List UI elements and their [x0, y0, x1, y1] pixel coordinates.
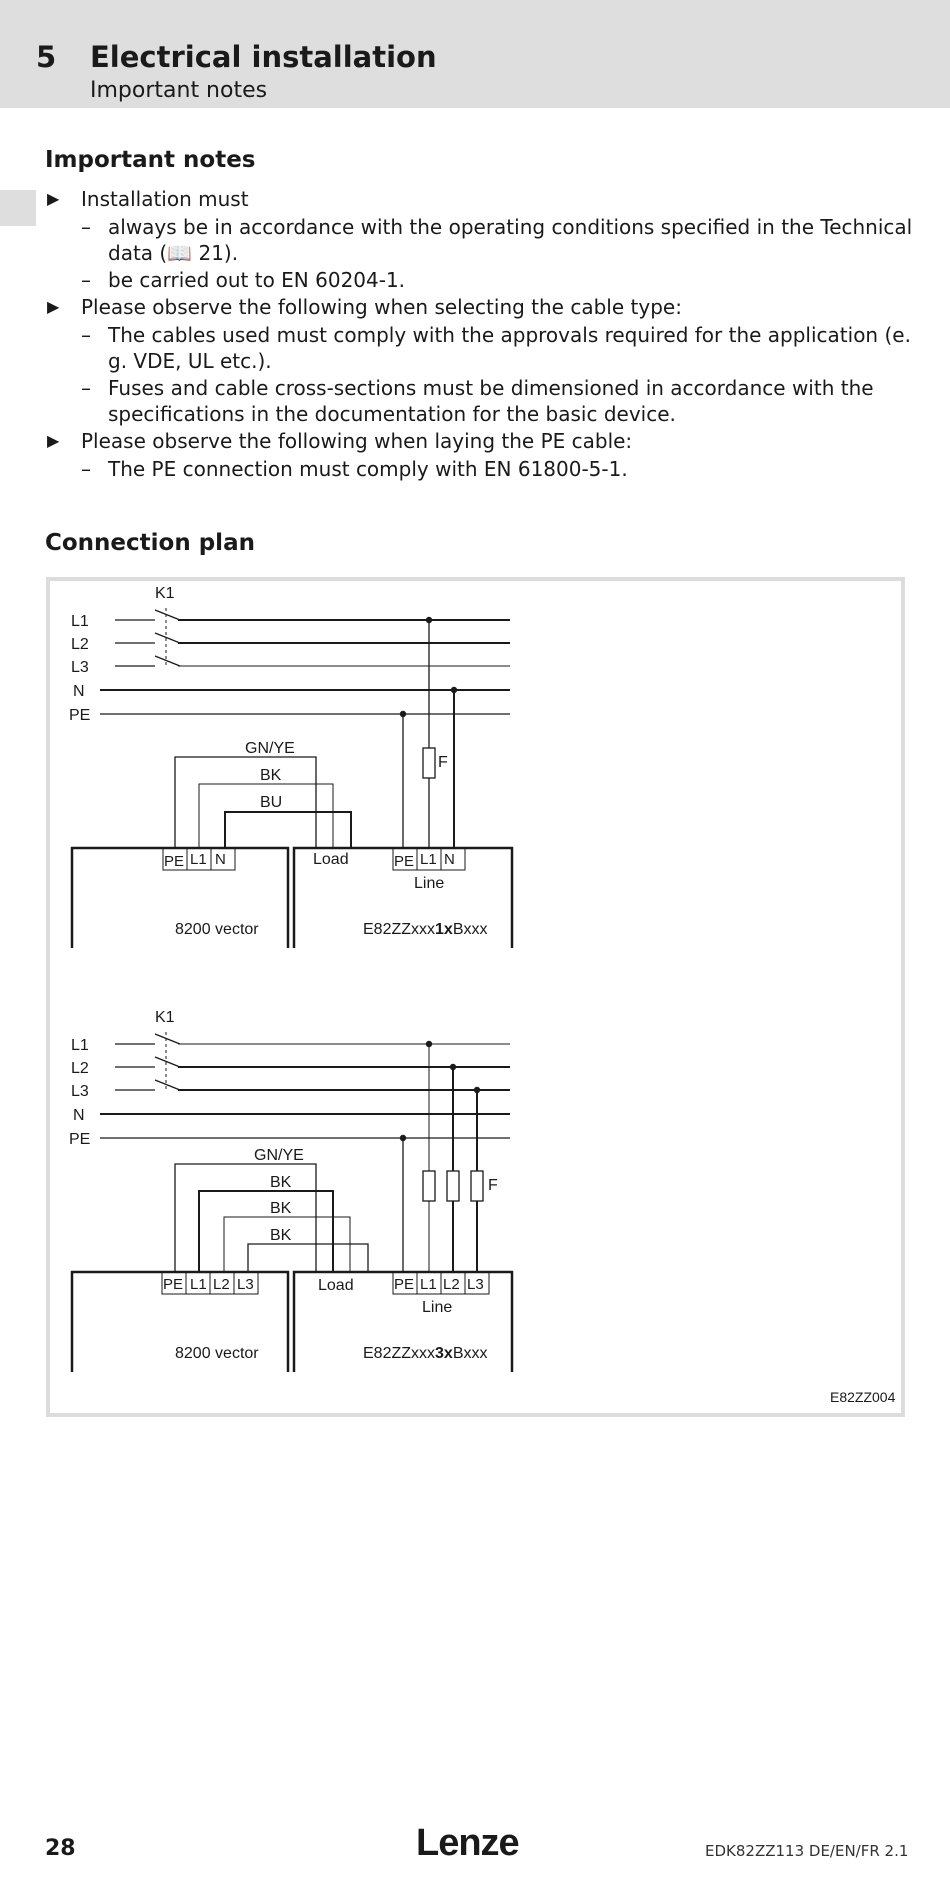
sub-list-item: – Fuses and cable cross-sections must be…	[81, 376, 874, 426]
document-id: EDK82ZZ113 DE/EN/FR 2.1	[705, 1842, 909, 1860]
rail-label: PE	[69, 707, 90, 724]
fuse-label: F	[488, 1177, 498, 1194]
rail-label: N	[73, 1107, 85, 1124]
list-item: ▶ Please observe the following when layi…	[45, 428, 915, 454]
terminal-label: L2	[213, 1276, 230, 1293]
wire-label: BK	[270, 1174, 292, 1191]
rail-label: PE	[69, 1131, 90, 1148]
terminal-label: L2	[443, 1276, 460, 1293]
figure-id: E82ZZ004	[830, 1389, 896, 1405]
triangle-bullet-icon: ▶	[47, 297, 60, 316]
line-label: Line	[422, 1299, 452, 1316]
wire-label: BK	[260, 767, 282, 784]
rail-label: L1	[71, 1037, 89, 1054]
terminal-label: N	[215, 851, 226, 868]
sub-list-item: – always be in accordance with the opera…	[81, 215, 913, 265]
triangle-bullet-icon: ▶	[47, 431, 60, 450]
triangle-bullet-icon: ▶	[47, 189, 60, 208]
connection-diagram: K1 L1 L2 L3 N PE GN/YE BK BU F PE L1 N L…	[69, 585, 896, 1405]
list-item: ▶ Installation must	[45, 186, 915, 212]
sub-list-item: – The PE connection must comply with EN …	[81, 457, 628, 481]
lenze-logo: Lenze	[416, 1822, 520, 1864]
terminal-label: L3	[237, 1276, 254, 1293]
section-heading-connection-plan: Connection plan	[45, 530, 255, 556]
terminal-label: N	[444, 851, 455, 868]
list-item-text: Please observe the following when select…	[81, 295, 682, 319]
terminal-label: PE	[394, 853, 414, 870]
connection-plan-figure: K1 L1 L2 L3 N PE GN/YE BK BU F PE L1 N L…	[46, 577, 905, 1417]
sub-list-item: – be carried out to EN 60204-1.	[81, 268, 406, 292]
chapter-subtitle: Important notes	[90, 78, 268, 103]
sub-list-item-text: be carried out to EN 60204-1.	[108, 268, 406, 292]
chapter-header: 5 Electrical installation Important note…	[0, 0, 950, 108]
wire-label: BK	[270, 1227, 292, 1244]
load-label: Load	[313, 851, 349, 868]
rail-label: L2	[71, 636, 89, 653]
rail-label: L3	[71, 1083, 89, 1100]
sub-list-item-text: The cables used must comply with the app…	[108, 323, 911, 373]
terminal-label: L1	[420, 1276, 437, 1293]
wire-label: BU	[260, 794, 282, 811]
list-item: ▶ Please observe the following when sele…	[45, 294, 915, 320]
terminal-label: PE	[394, 1276, 414, 1293]
chapter-number: 5	[36, 40, 57, 74]
contactor-label: K1	[155, 1009, 175, 1026]
rail-label: N	[73, 683, 85, 700]
sub-list-item: – The cables used must comply with the a…	[81, 323, 911, 373]
sub-list-item-text: always be in accordance with the operati…	[108, 215, 913, 265]
side-tab-marker	[0, 190, 36, 226]
notes-list: ▶ Installation must – always be in accor…	[45, 186, 915, 483]
rail-label: L1	[71, 613, 89, 630]
sub-list-item-text: Fuses and cable cross-sections must be d…	[108, 376, 874, 426]
fuse-label: F	[438, 754, 448, 771]
terminal-label: L1	[420, 851, 437, 868]
device-name: 8200 vector	[175, 921, 259, 938]
terminal-label: PE	[163, 1276, 183, 1293]
device-name: 8200 vector	[175, 1345, 259, 1362]
line-label: Line	[414, 875, 444, 892]
list-item-text: Installation must	[81, 187, 249, 211]
wire-label: BK	[270, 1200, 292, 1217]
module-name: E82ZZxxx1xBxxx	[363, 921, 487, 938]
list-item-text: Please observe the following when laying…	[81, 429, 633, 453]
wire-label: GN/YE	[245, 740, 295, 757]
chapter-title: Electrical installation	[90, 40, 437, 74]
page-number: 28	[45, 1836, 76, 1861]
section-heading-important-notes: Important notes	[45, 147, 256, 173]
terminal-label: L1	[190, 1276, 207, 1293]
module-name: E82ZZxxx3xBxxx	[363, 1345, 487, 1362]
rail-label: L3	[71, 659, 89, 676]
wire-label: GN/YE	[254, 1147, 304, 1164]
terminal-label: L1	[190, 851, 207, 868]
rail-label: L2	[71, 1060, 89, 1077]
load-label: Load	[318, 1277, 354, 1294]
terminal-label: L3	[467, 1276, 484, 1293]
terminal-label: PE	[164, 853, 184, 870]
sub-list-item-text: The PE connection must comply with EN 61…	[108, 457, 628, 481]
contactor-label: K1	[155, 585, 175, 602]
